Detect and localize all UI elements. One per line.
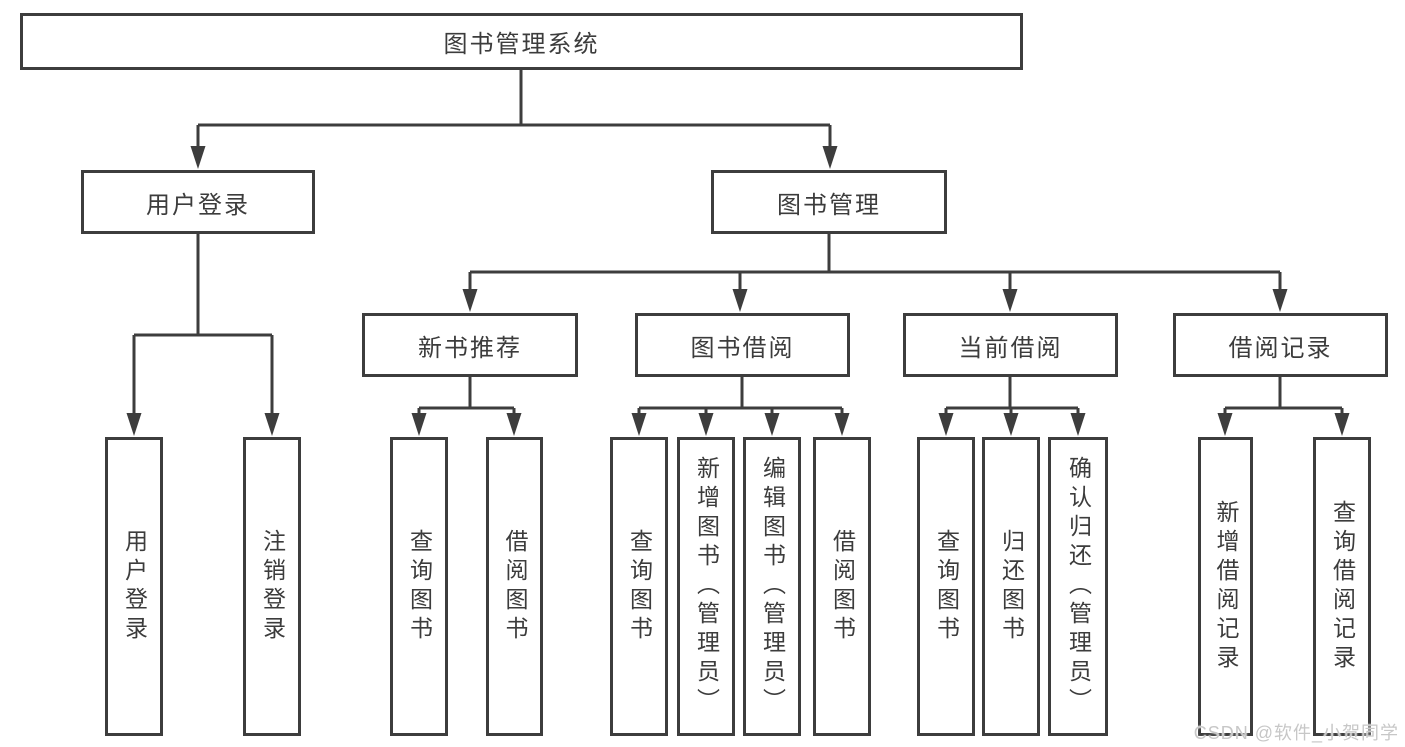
leaf-label: 归还图书 — [998, 528, 1025, 645]
node-label: 新书推荐 — [418, 334, 522, 362]
node-book-borrowing: 图书借阅 — [635, 313, 850, 377]
leaf-return-books: 归还图书 — [982, 437, 1040, 736]
leaf-label: 编辑图书（管理员） — [759, 456, 786, 717]
leaf-label: 新增图书（管理员） — [693, 456, 720, 717]
leaf-query-borrow-record: 查询借阅记录 — [1313, 437, 1371, 736]
node-label: 借阅记录 — [1228, 334, 1333, 362]
node-user-login: 用户登录 — [81, 170, 315, 234]
leaf-label: 注销登录 — [259, 528, 286, 645]
leaf-label: 借阅图书 — [502, 528, 528, 645]
leaf-label: 查询图书 — [406, 528, 433, 645]
leaf-add-books-admin: 新增图书（管理员） — [677, 437, 735, 736]
connector-user-login-children — [132, 234, 274, 416]
leaf-label: 查询图书 — [933, 528, 960, 645]
node-label: 图书管理系统 — [443, 31, 600, 58]
leaf-logout: 注销登录 — [243, 437, 301, 736]
node-book-management: 图书管理 — [711, 170, 947, 234]
leaf-user-login: 用户登录 — [105, 437, 163, 736]
leaf-label: 新增借阅记录 — [1213, 499, 1239, 674]
leaf-query-books-1: 查询图书 — [390, 437, 448, 736]
leaf-confirm-return-admin: 确认归还（管理员） — [1048, 437, 1108, 736]
leaf-label: 用户登录 — [121, 528, 148, 645]
node-label: 用户登录 — [146, 191, 250, 219]
leaf-edit-books-admin: 编辑图书（管理员） — [743, 437, 801, 736]
leaf-query-books-3: 查询图书 — [917, 437, 975, 736]
node-current-borrowing: 当前借阅 — [903, 313, 1118, 377]
node-label: 当前借阅 — [958, 334, 1063, 362]
leaf-label: 确认归还（管理员） — [1065, 456, 1092, 717]
connector-new-book-children — [417, 377, 516, 417]
leaf-borrow-books-1: 借阅图书 — [486, 437, 543, 736]
leaf-label: 查询图书 — [626, 528, 653, 645]
connector-root-to-level2 — [196, 70, 832, 150]
leaf-borrow-books-2: 借阅图书 — [813, 437, 871, 736]
leaf-label: 查询借阅记录 — [1329, 499, 1356, 674]
node-library-management-system: 图书管理系统 — [20, 13, 1023, 70]
connector-book-borrow-children — [637, 377, 844, 417]
node-label: 图书管理 — [777, 191, 881, 219]
node-label: 图书借阅 — [690, 334, 795, 362]
csdn-watermark: CSDN @软件_小贺同学 — [1193, 723, 1399, 743]
leaf-label: 借阅图书 — [829, 528, 856, 645]
connector-current-borrow-children — [944, 377, 1080, 417]
node-borrowing-records: 借阅记录 — [1173, 313, 1388, 377]
connector-book-mgmt-children — [468, 234, 1282, 292]
leaf-query-books-2: 查询图书 — [610, 437, 668, 736]
node-new-book-recommend: 新书推荐 — [362, 313, 578, 377]
leaf-add-borrow-record: 新增借阅记录 — [1198, 437, 1253, 736]
connector-borrow-records-children — [1223, 377, 1344, 417]
